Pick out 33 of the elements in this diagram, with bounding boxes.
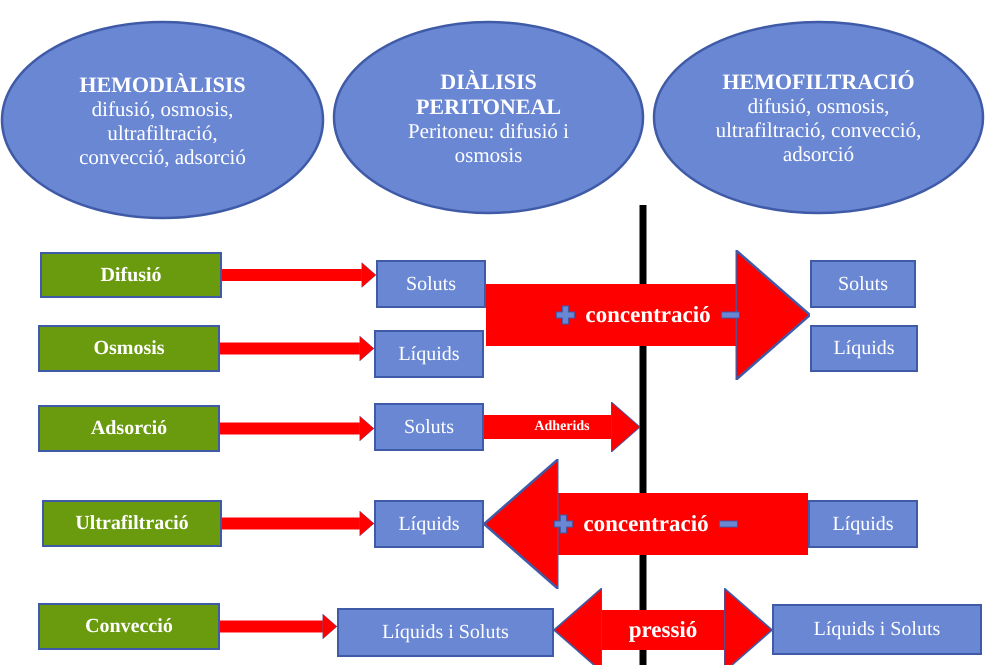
edge-label: Adherids [534, 419, 590, 435]
method-box: Ultrafiltració [42, 500, 222, 547]
method-box: Convecció [38, 603, 220, 650]
block-arrow [222, 262, 376, 288]
block-arrow [220, 416, 374, 442]
substance-box: Soluts [376, 260, 486, 308]
body-text: difusió, osmosis, ultrafiltració, convecció, adsorció [78, 96, 247, 168]
block-arrow [220, 614, 338, 640]
method-box: Difusió [40, 252, 222, 298]
heading-text: DIÀLISIS PERITONEAL [414, 68, 562, 118]
edge-label: concentració [583, 511, 709, 537]
body-text: difusió, osmosis, ultrafiltració, convecció, adsorció [714, 94, 922, 166]
substance-box: Líquids [374, 330, 484, 378]
block-arrow [220, 336, 374, 362]
block-arrow [486, 248, 812, 382]
block-arrow [484, 401, 640, 453]
substance-box: Líquids [810, 325, 918, 372]
edge-label: pressió [628, 617, 698, 643]
block-arrow [222, 510, 374, 536]
substance-box: Líquids [374, 500, 484, 548]
block-arrow [553, 587, 773, 665]
substance-box: Soluts [374, 403, 484, 451]
substance-box: Líquids i Soluts [337, 608, 554, 657]
edge-label: concentració [585, 302, 711, 328]
substance-box: Soluts [810, 260, 916, 308]
substance-box: Líquids [808, 500, 918, 548]
body-text: Peritoneu: difusió i osmosis [407, 118, 570, 166]
method-box: Osmosis [38, 325, 220, 372]
substance-box: Líquids i Soluts [772, 604, 982, 655]
method-box: Adsorció [38, 405, 220, 452]
heading-text: HEMODIÀLISIS [79, 72, 246, 96]
heading-text: HEMOFILTRACIÓ [722, 69, 915, 94]
block-arrow [482, 458, 808, 590]
